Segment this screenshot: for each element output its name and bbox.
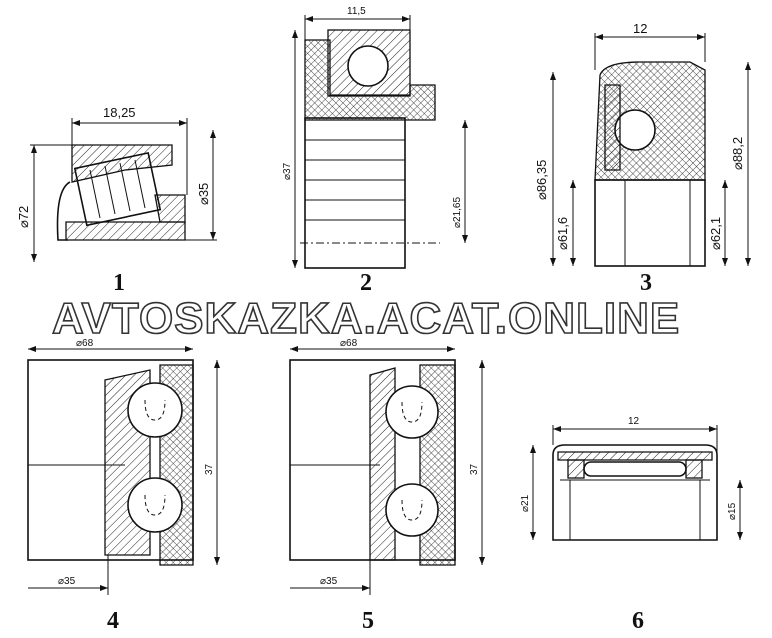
bearing-5-outer-label: ⌀68 xyxy=(340,338,358,349)
bearing-5-inner-label: ⌀35 xyxy=(320,576,338,587)
bearing-3-d1-label: ⌀86,35 xyxy=(534,160,549,200)
bearing-1-drawing: 18,25 ⌀72 ⌀35 1 xyxy=(16,105,217,296)
bearing-6-inner-label: ⌀15 xyxy=(727,502,738,520)
bearing-3-width-label: 12 xyxy=(633,21,647,36)
bearing-5-width-label: 37 xyxy=(469,463,480,475)
bearing-3-number: 3 xyxy=(640,270,652,296)
bearing-2-number: 2 xyxy=(360,270,372,296)
bearing-1-inner-label: ⌀35 xyxy=(196,183,211,205)
bearing-6-drawing: 12 ⌀21 ⌀15 6 xyxy=(520,416,743,634)
bearing-3-d2-label: ⌀88,2 xyxy=(730,137,745,170)
bearing-1-width-label: 18,25 xyxy=(103,105,136,120)
bearing-4-inner-label: ⌀35 xyxy=(58,576,76,587)
bearing-5-number: 5 xyxy=(362,608,374,634)
bearing-2-outer-label: ⌀37 xyxy=(282,162,293,180)
bearing-2-inner-label: ⌀21,65 xyxy=(452,197,463,228)
bearing-6-number: 6 xyxy=(632,608,644,634)
bearing-6-width-label: 12 xyxy=(628,416,640,427)
bearing-1-number: 1 xyxy=(113,270,125,296)
bearing-3-d3-label: ⌀61,6 xyxy=(555,217,570,250)
watermark: AVTOSKAZKA.ACAT.ONLINE xyxy=(52,294,680,343)
bearing-5-drawing: ⌀68 37 ⌀35 5 xyxy=(289,338,485,634)
bearing-1-outer-label: ⌀72 xyxy=(16,206,31,228)
bearing-4-number: 4 xyxy=(107,608,119,634)
bearing-4-outer-label: ⌀68 xyxy=(76,338,94,349)
bearing-4-drawing: ⌀68 37 ⌀35 4 xyxy=(27,338,220,634)
bearing-6-outer-label: ⌀21 xyxy=(520,494,531,512)
bearing-2-width-label: 11,5 xyxy=(347,6,366,17)
bearing-2-drawing: 11,5 ⌀37 ⌀21,65 2 xyxy=(282,6,468,296)
bearing-3-drawing: 12 ⌀86,35 ⌀88,2 ⌀61,6 ⌀62,1 3 xyxy=(534,21,751,296)
bearing-4-width-label: 37 xyxy=(204,463,215,475)
bearing-3-d4-label: ⌀62,1 xyxy=(708,217,723,250)
